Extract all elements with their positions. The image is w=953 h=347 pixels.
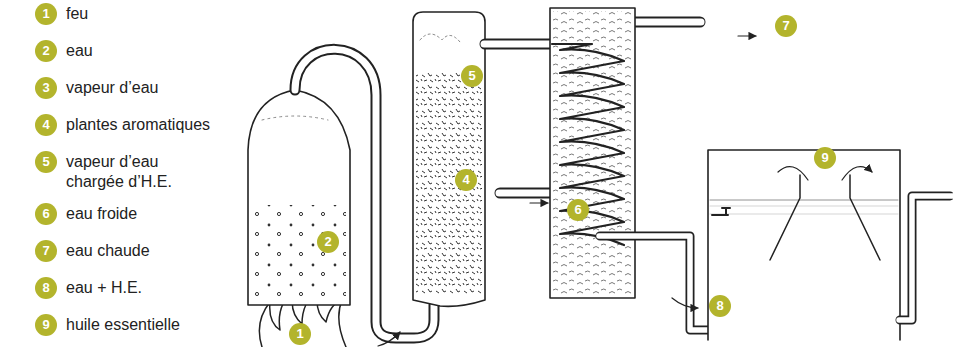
separator-vessel [708, 150, 900, 340]
callout-number: 5 [461, 65, 483, 87]
callout-number: 2 [35, 40, 57, 62]
callout-number: 7 [775, 15, 797, 37]
callout-number: 8 [35, 277, 57, 299]
callout-number: 4 [35, 114, 57, 136]
callout-number: 2 [317, 231, 339, 253]
callout-number: 8 [709, 295, 731, 317]
callout-number: 6 [35, 203, 57, 225]
legend-text: eau chaude [66, 241, 226, 261]
legend-text: vapeur d’eau [66, 78, 226, 98]
callout-number: 9 [814, 147, 836, 169]
callout-number: 9 [35, 314, 57, 336]
callout-number: 3 [35, 77, 57, 99]
callout-number: 4 [455, 169, 477, 191]
boiling-water [252, 205, 346, 301]
legend-text: eau [66, 41, 226, 61]
legend-text: plantes aromatiques [66, 115, 226, 135]
aromatic-plants [416, 72, 482, 294]
boiler-flask [248, 90, 350, 305]
callout-number: 1 [35, 3, 57, 25]
legend-text: feu [66, 4, 226, 24]
callout-number: 7 [35, 240, 57, 262]
legend-text: huile essentielle [66, 315, 226, 335]
cooling-coil [552, 44, 624, 245]
legend-text: eau froide [66, 204, 226, 224]
callout-number: 5 [35, 151, 57, 173]
legend-text: vapeur d’eau chargée d’H.E. [66, 152, 216, 192]
callout-number: 1 [289, 323, 311, 345]
plant-column [413, 12, 485, 306]
legend-text: eau + H.E. [66, 278, 226, 298]
condenser [550, 8, 635, 298]
callout-number: 6 [567, 199, 589, 221]
